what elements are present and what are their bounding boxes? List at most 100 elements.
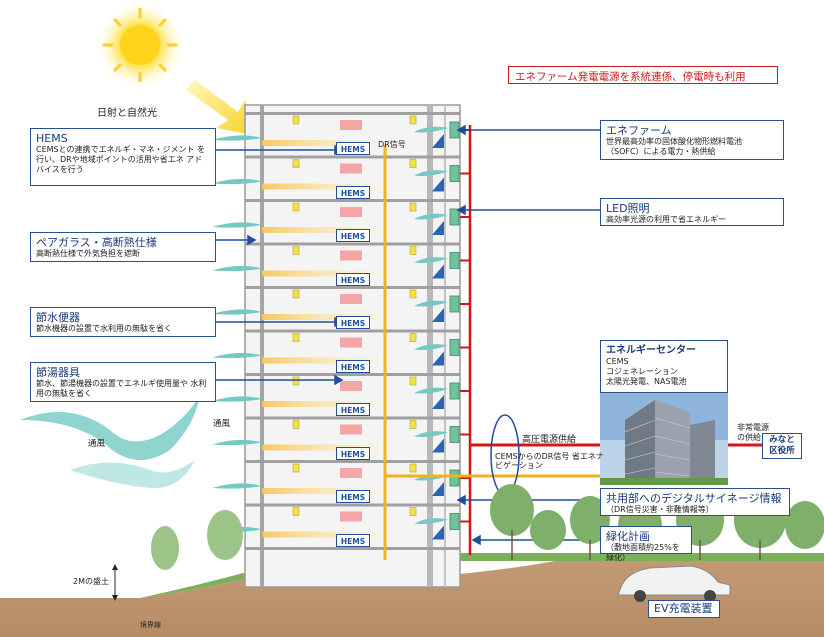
- room-furniture: [340, 163, 362, 174]
- floor-slab: [245, 547, 460, 550]
- ventilation-swoosh: [414, 431, 448, 437]
- led-light-icon: [409, 463, 417, 473]
- room-furniture: [340, 120, 362, 130]
- energy-center-line-1: CEMS: [606, 357, 629, 366]
- led-light-icon: [409, 159, 417, 168]
- hems-box: HEMS: [336, 272, 370, 286]
- floor-slab: [245, 329, 460, 333]
- callout-signage: 共用部へのデジタルサイネージ情報 （DR信号災害・非難情報等）: [600, 488, 790, 516]
- daylight-strip: [262, 183, 382, 190]
- callout-ene-farm: エネファーム 世界最高効率の固体酸化物形燃料電池 （SOFC）による電力・熱供給: [600, 120, 784, 160]
- sun-icon: [95, 0, 185, 90]
- callout-hems-desc: CEMSとの連携でエネルギ・マネ・ジメント を行い、DRや地域ポイントの活用や省…: [36, 145, 206, 174]
- floor-slab: [245, 112, 460, 115]
- water-heater-icon: [432, 525, 444, 540]
- room-furniture: [340, 337, 362, 348]
- water-heater-icon: [432, 482, 444, 496]
- energy-center-image: [600, 393, 728, 485]
- floor-slab: [245, 373, 460, 376]
- callout-water-toilet: 節水便器 節水機器の設置で水利用の無駄を省く: [30, 307, 216, 337]
- high-voltage-label: 高圧電源供給: [522, 435, 577, 445]
- ene-farm-unit-icon: [449, 513, 460, 530]
- hems-box: HEMS: [336, 185, 370, 199]
- emergency-label: 非常電源 の供給: [737, 423, 769, 442]
- signage-desc: （DR信号災害・非難情報等）: [606, 505, 714, 514]
- ene-farm-unit-icon: [449, 295, 460, 313]
- room-furniture: [340, 468, 362, 478]
- floor-slab: [245, 155, 460, 159]
- callout-water-toilet-desc: 節水機器の設置で水利用の無駄を省く: [36, 324, 172, 333]
- ventilation-swoosh: [414, 300, 448, 307]
- led-light-icon: [292, 246, 300, 255]
- led-light-icon: [292, 507, 300, 516]
- hems-box: HEMS: [336, 359, 370, 373]
- wind-label-1: 通風: [88, 439, 106, 449]
- callout-water-toilet-title: 節水便器: [36, 311, 80, 324]
- water-heater-icon: [432, 395, 444, 409]
- led-light-icon: [292, 159, 300, 168]
- water-heater-icon: [432, 351, 444, 366]
- daylight-strip: [262, 444, 382, 451]
- ev-label: EV充電装置: [654, 602, 713, 615]
- ventilation-swoosh: [414, 387, 448, 394]
- ene-farm-unit-icon: [449, 426, 460, 443]
- room-furniture: [340, 511, 362, 522]
- floor-slab: [245, 199, 460, 202]
- room-furniture: [340, 424, 362, 435]
- ventilation-swoosh: [212, 265, 262, 272]
- mound-label: 2Mの盛土: [73, 577, 109, 586]
- ventilation-swoosh: [414, 257, 448, 263]
- room-furniture: [340, 294, 362, 304]
- daylight-strip: [262, 531, 382, 538]
- daylight-strip: [262, 314, 382, 320]
- sunlight-label: 日射と自然光: [97, 108, 157, 119]
- ene-farm-unit-icon: [449, 339, 460, 356]
- ventilation-swoosh: [414, 213, 448, 220]
- ventilation-swoosh: [212, 135, 262, 141]
- callout-hot-water-title: 節湯器具: [36, 366, 80, 379]
- hems-box: HEMS: [336, 229, 370, 242]
- ward-office-box: みなと 区役所: [762, 433, 802, 459]
- ventilation-swoosh: [212, 483, 262, 489]
- callout-pair-glass-title: ペアガラス・高断熱仕様: [36, 236, 157, 249]
- callout-greening: 緑化計画 （敷地面積約25%を緑化）: [600, 526, 692, 562]
- led-light-icon: [292, 333, 300, 342]
- water-heater-icon: [432, 177, 444, 192]
- daylight-strip: [262, 270, 382, 277]
- callout-led-title: LED照明: [606, 202, 650, 215]
- water-heater-icon: [432, 134, 444, 148]
- daylight-strip: [262, 357, 382, 364]
- dr-signal-label: DR信号: [378, 140, 406, 149]
- led-light-icon: [292, 202, 300, 212]
- ventilation-swoosh: [414, 518, 448, 524]
- ev-charger-box: EV充電装置: [648, 600, 720, 618]
- ventilation-swoosh: [414, 170, 448, 176]
- energy-center-title: エネルギーセンター: [606, 345, 696, 356]
- daylight-strip: [262, 140, 382, 146]
- ene-farm-unit-icon: [449, 208, 460, 226]
- ene-farm-banner: エネファーム発電電源を系統連係、停電時も利用: [508, 66, 778, 84]
- ventilation-swoosh: [212, 352, 262, 359]
- led-light-icon: [409, 420, 417, 429]
- led-light-icon: [292, 115, 300, 125]
- daylight-strip: [262, 227, 382, 233]
- boundary-label: 境界線: [140, 621, 161, 629]
- hems-box: HEMS: [336, 533, 370, 547]
- floor-slab: [245, 503, 460, 507]
- callout-led-desc: 高効率光源の利用で省エネルギー: [606, 215, 726, 224]
- ventilation-swoosh: [212, 309, 262, 315]
- ventilation-swoosh: [212, 439, 262, 446]
- ene-farm-unit-icon: [449, 252, 460, 269]
- room-furniture: [340, 381, 362, 391]
- ward-office-label: みなと 区役所: [769, 435, 795, 456]
- hems-box: HEMS: [336, 490, 370, 503]
- led-light-icon: [292, 376, 300, 386]
- floor-slab: [245, 286, 460, 289]
- ventilation-swoosh: [414, 344, 448, 350]
- energy-center-line-2: コジェネレーション: [606, 367, 678, 376]
- led-light-icon: [409, 333, 417, 342]
- led-light-icon: [409, 289, 417, 299]
- led-light-icon: [409, 115, 417, 125]
- ev-car-icon: [617, 565, 731, 602]
